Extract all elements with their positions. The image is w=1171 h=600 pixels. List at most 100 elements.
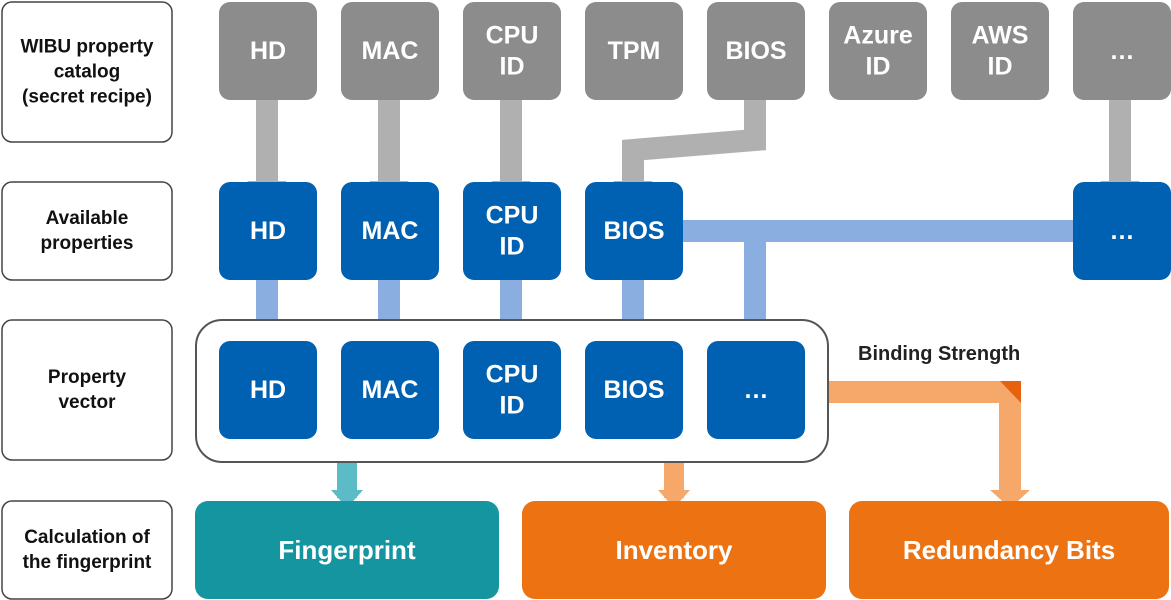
catalog-box xyxy=(585,2,683,100)
binding-strength-arrow xyxy=(828,381,1021,492)
row-label-text-line-3: (secret recipe) xyxy=(22,87,152,108)
vector-box xyxy=(219,341,317,439)
available-item-label: MAC xyxy=(362,217,419,245)
fingerprint-label: Fingerprint xyxy=(278,535,416,565)
catalog-box xyxy=(1073,2,1171,100)
row-label-text-line-2: the fingerprint xyxy=(23,552,152,573)
vector-box xyxy=(707,341,805,439)
available-item-mac: MAC xyxy=(341,182,439,280)
orange-connector-head xyxy=(658,490,690,508)
catalog-item-label: BIOS xyxy=(725,37,786,65)
catalog-item-hd: HD xyxy=(219,2,317,100)
binding-strength-label: Binding Strength xyxy=(858,343,1020,365)
vector-item-more: … xyxy=(707,341,805,439)
available-box xyxy=(1073,182,1171,280)
inventory-box: Inventory xyxy=(522,501,826,599)
binding-strength-fold xyxy=(1000,381,1021,403)
catalog-item-label: … xyxy=(1110,37,1135,65)
blue-horizontal-connector xyxy=(683,220,1073,242)
vector-item-hd: HD xyxy=(219,341,317,439)
available-item-label-line-2: ID xyxy=(500,233,525,261)
available-item-bios: BIOS xyxy=(585,182,683,280)
catalog-box xyxy=(707,2,805,100)
available-item-cpu-id: CPU ID xyxy=(463,182,561,280)
vector-item-bios: BIOS xyxy=(585,341,683,439)
bios-bent-arrow xyxy=(622,100,766,181)
catalog-item-bios: BIOS xyxy=(707,2,805,100)
catalog-item-label-line-1: AWS xyxy=(972,22,1029,50)
catalog-item-label-line-1: Azure xyxy=(843,22,913,50)
teal-connector xyxy=(337,462,357,498)
gray-arrow-shaft xyxy=(256,100,278,181)
vector-item-label-line-2: ID xyxy=(500,392,525,420)
vector-box xyxy=(463,341,561,439)
vector-item-mac: MAC xyxy=(341,341,439,439)
available-box xyxy=(463,182,561,280)
available-item-label: HD xyxy=(250,217,286,245)
redundancy-box: Redundancy Bits xyxy=(849,501,1169,599)
row-label-available: Available properties xyxy=(1,181,173,281)
vector-item-label: BIOS xyxy=(603,376,664,404)
catalog-box xyxy=(219,2,317,100)
blue-connector xyxy=(744,231,766,340)
row-label-box xyxy=(1,319,173,461)
catalog-box xyxy=(951,2,1049,100)
available-item-label: BIOS xyxy=(603,217,664,245)
fingerprint-background xyxy=(195,501,499,599)
row-label-text-line-2: catalog xyxy=(54,62,121,83)
available-box xyxy=(585,182,683,280)
outputs-row: Fingerprint Inventory Redundancy Bits xyxy=(195,501,1169,599)
row-label-box xyxy=(1,1,173,143)
gray-arrow-shaft xyxy=(500,100,522,181)
catalog-item-aws-id: AWS ID xyxy=(951,2,1049,100)
row-label-catalog: WIBU property catalog (secret recipe) xyxy=(1,1,173,143)
row-label-calc: Calculation of the fingerprint xyxy=(1,500,173,600)
catalog-box xyxy=(463,2,561,100)
catalog-item-label-line-2: ID xyxy=(866,53,891,81)
catalog-box xyxy=(829,2,927,100)
available-box xyxy=(219,182,317,280)
catalog-item-tpm: TPM xyxy=(585,2,683,100)
gray-arrow-shaft xyxy=(1109,100,1131,181)
vector-item-cpu-id: CPU ID xyxy=(463,341,561,439)
row-label-text-line-1: Calculation of xyxy=(24,527,150,548)
row-label-text-line-1: Property xyxy=(48,367,127,388)
catalog-item-label-line-1: CPU xyxy=(486,22,539,50)
row-label-text-line-2: properties xyxy=(41,233,134,254)
vector-item-label: … xyxy=(744,376,769,404)
gray-arrow-shaft xyxy=(378,100,400,181)
row-label-vector: Property vector xyxy=(1,319,173,461)
inventory-background xyxy=(522,501,826,599)
catalog-item-cpu-id: CPU ID xyxy=(463,2,561,100)
vector-box xyxy=(585,341,683,439)
available-properties-row: HD MAC CPU ID BIOS … xyxy=(219,182,1171,280)
orange-connector-inventory xyxy=(664,462,684,498)
available-box xyxy=(341,182,439,280)
row-labels: WIBU property catalog (secret recipe) Avail… xyxy=(1,1,173,600)
vector-item-label: HD xyxy=(250,376,286,404)
orange-connector-head xyxy=(990,490,1030,508)
property-vector-row: HD MAC CPU ID BIOS … xyxy=(219,341,805,439)
catalog-item-label-line-2: ID xyxy=(500,53,525,81)
teal-connector-head xyxy=(331,490,363,508)
available-item-hd: HD xyxy=(219,182,317,280)
available-item-label-line-1: CPU xyxy=(486,202,539,230)
catalog-item-label: HD xyxy=(250,37,286,65)
inventory-label: Inventory xyxy=(615,535,733,565)
catalog-item-label-line-2: ID xyxy=(988,53,1013,81)
redundancy-label: Redundancy Bits xyxy=(903,535,1115,565)
vector-item-label: MAC xyxy=(362,376,419,404)
vector-item-label-line-1: CPU xyxy=(486,361,539,389)
row-label-text-line-2: vector xyxy=(58,392,116,413)
redundancy-background xyxy=(849,501,1169,599)
row-label-box xyxy=(1,500,173,600)
catalog-item-label: MAC xyxy=(362,37,419,65)
catalog-item-mac: MAC xyxy=(341,2,439,100)
row-label-text-line-1: Available xyxy=(46,208,129,229)
available-item-label: … xyxy=(1110,217,1135,245)
catalog-box xyxy=(341,2,439,100)
row-label-text-line-1: WIBU property xyxy=(21,37,154,58)
